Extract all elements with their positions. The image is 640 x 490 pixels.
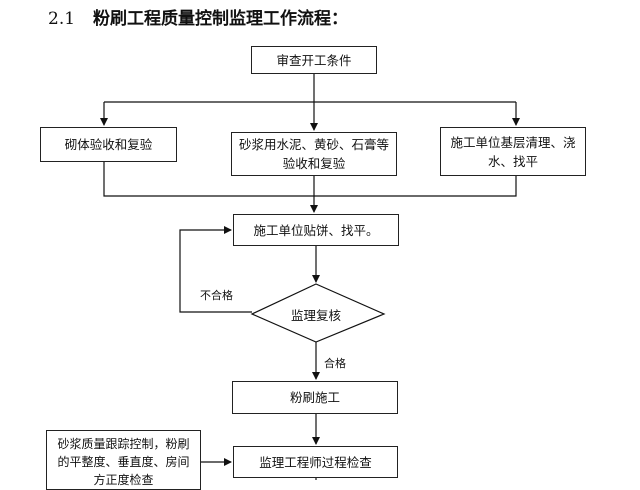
review-label: 监理复核 [290, 308, 341, 323]
section-title: 粉刷工程质量控制监理工作流程： [93, 9, 349, 29]
section-number: 2.1 [48, 9, 76, 29]
pass-label: 合格 [324, 357, 346, 370]
base-cleaning-node: 施工单位基层清理、浇 水、找平 [440, 127, 586, 176]
flowchart-connectors [100, 74, 520, 480]
start-node: 审查开工条件 [251, 46, 377, 74]
inspect-node: 监理工程师过程检查 [233, 446, 398, 478]
quality-note-node: 砂浆质量跟踪控制，粉刷 的平整度、垂直度、房间 方正度检查 [46, 430, 201, 490]
masonry-acceptance-node: 砌体验收和复验 [40, 127, 177, 162]
page-title: 2.1 粉刷工程质量控制监理工作流程： [48, 4, 348, 29]
connector-right-merge [314, 176, 517, 197]
fail-label: 不合格 [200, 289, 233, 302]
prep-node: 施工单位贴饼、找平。 [233, 214, 399, 246]
review-diamond [250, 283, 386, 343]
material-acceptance-node: 砂浆用水泥、黄砂、石膏等 验收和复验 [231, 132, 397, 176]
loop-fail [179, 226, 252, 313]
plaster-node: 粉刷施工 [232, 381, 398, 414]
connector-left-merge [103, 162, 314, 197]
